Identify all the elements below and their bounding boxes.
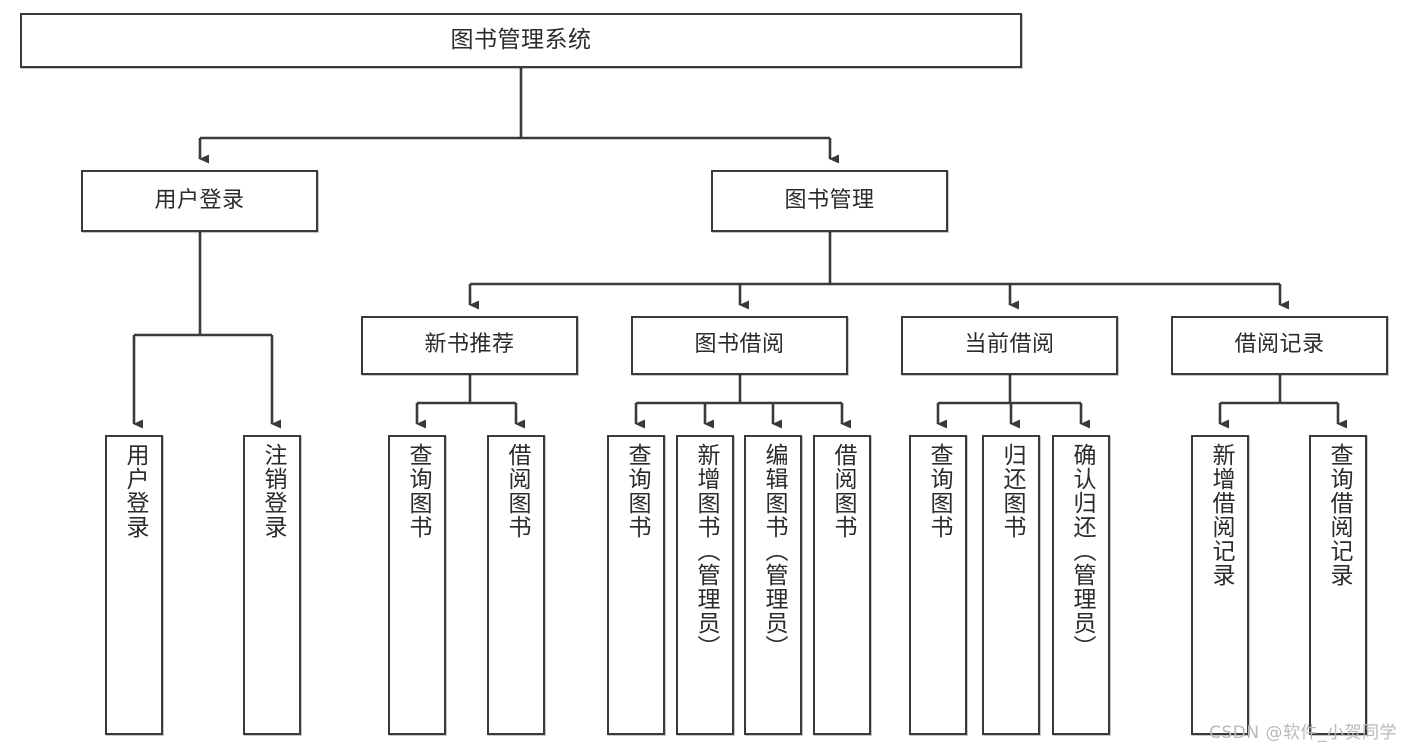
node-root[interactable]: 图书管理系统 — [20, 13, 1022, 68]
node-leaf-borrow-book-2[interactable]: 借阅图书 — [813, 435, 871, 735]
node-leaf-add-book[interactable]: 新增图书（管理员） — [676, 435, 734, 735]
node-leaf-user-login[interactable]: 用户登录 — [105, 435, 163, 735]
node-leaf-edit-book[interactable]: 编辑图书（管理员） — [744, 435, 802, 735]
node-label: 查询借阅记录 — [1325, 443, 1352, 587]
node-label: 归还图书 — [998, 443, 1025, 539]
node-label: 查询图书 — [404, 443, 431, 539]
node-leaf-borrow-book-1[interactable]: 借阅图书 — [487, 435, 545, 735]
node-leaf-query-book-1[interactable]: 查询图书 — [388, 435, 446, 735]
node-label: 当前借阅 — [964, 332, 1055, 358]
node-label: 查询图书 — [925, 443, 952, 539]
node-user-login[interactable]: 用户登录 — [81, 170, 318, 232]
node-label: 确认归还（管理员） — [1068, 443, 1095, 659]
node-leaf-logout[interactable]: 注销登录 — [243, 435, 301, 735]
node-label: 新书推荐 — [424, 332, 515, 358]
node-book-borrow[interactable]: 图书借阅 — [631, 316, 848, 375]
node-leaf-query-record[interactable]: 查询借阅记录 — [1309, 435, 1367, 735]
node-label: 编辑图书（管理员） — [760, 443, 787, 659]
node-label: 图书管理 — [784, 187, 875, 213]
node-borrow-records[interactable]: 借阅记录 — [1171, 316, 1388, 375]
node-label: 用户登录 — [154, 187, 245, 213]
node-leaf-query-book-2[interactable]: 查询图书 — [607, 435, 665, 735]
node-label: 图书借阅 — [694, 332, 785, 358]
node-label: 借阅图书 — [829, 443, 856, 539]
edge-paths — [132, 68, 1347, 429]
node-leaf-query-book-3[interactable]: 查询图书 — [909, 435, 967, 735]
node-label: 查询图书 — [623, 443, 650, 539]
node-leaf-confirm-return[interactable]: 确认归还（管理员） — [1052, 435, 1110, 735]
node-current-borrow[interactable]: 当前借阅 — [901, 316, 1118, 375]
node-leaf-return-book[interactable]: 归还图书 — [982, 435, 1040, 735]
node-book-mgmt[interactable]: 图书管理 — [711, 170, 948, 232]
node-label: 借阅图书 — [503, 443, 530, 539]
node-new-book-rec[interactable]: 新书推荐 — [361, 316, 578, 375]
node-label: 新增借阅记录 — [1207, 443, 1234, 587]
node-leaf-add-record[interactable]: 新增借阅记录 — [1191, 435, 1249, 735]
node-label: 图书管理系统 — [450, 26, 592, 53]
node-label: 注销登录 — [259, 443, 286, 539]
node-label: 用户登录 — [121, 443, 148, 539]
node-label: 新增图书（管理员） — [692, 443, 719, 659]
node-label: 借阅记录 — [1234, 332, 1325, 358]
